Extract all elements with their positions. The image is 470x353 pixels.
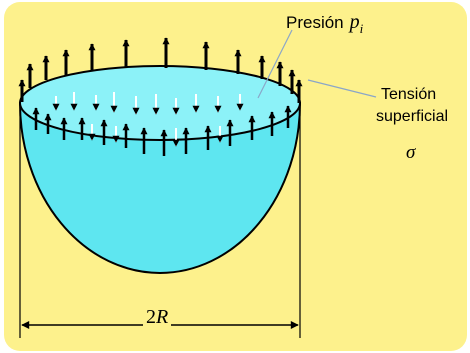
- pressure-subscript: i: [359, 21, 364, 36]
- pressure-arrows-up: [32, 105, 292, 156]
- tension-label-line1: Tensión: [381, 86, 437, 103]
- tension-arrows: [18, 37, 303, 103]
- tension-symbol: σ: [406, 142, 416, 163]
- diameter-label: 2R: [143, 306, 172, 329]
- diameter-coefficient: 2: [146, 306, 156, 328]
- pressure-label: Presión pi: [286, 11, 364, 36]
- pressure-symbol: p: [349, 11, 360, 33]
- diameter-variable: R: [156, 306, 169, 328]
- tension-leader-line: [307, 79, 377, 98]
- liquid-surface: [19, 65, 301, 141]
- pressure-arrows-down: [52, 92, 244, 147]
- pressure-leader-line: [257, 29, 293, 99]
- pressure-text: Presión: [286, 13, 344, 32]
- tension-label-line2: superficial: [376, 108, 449, 125]
